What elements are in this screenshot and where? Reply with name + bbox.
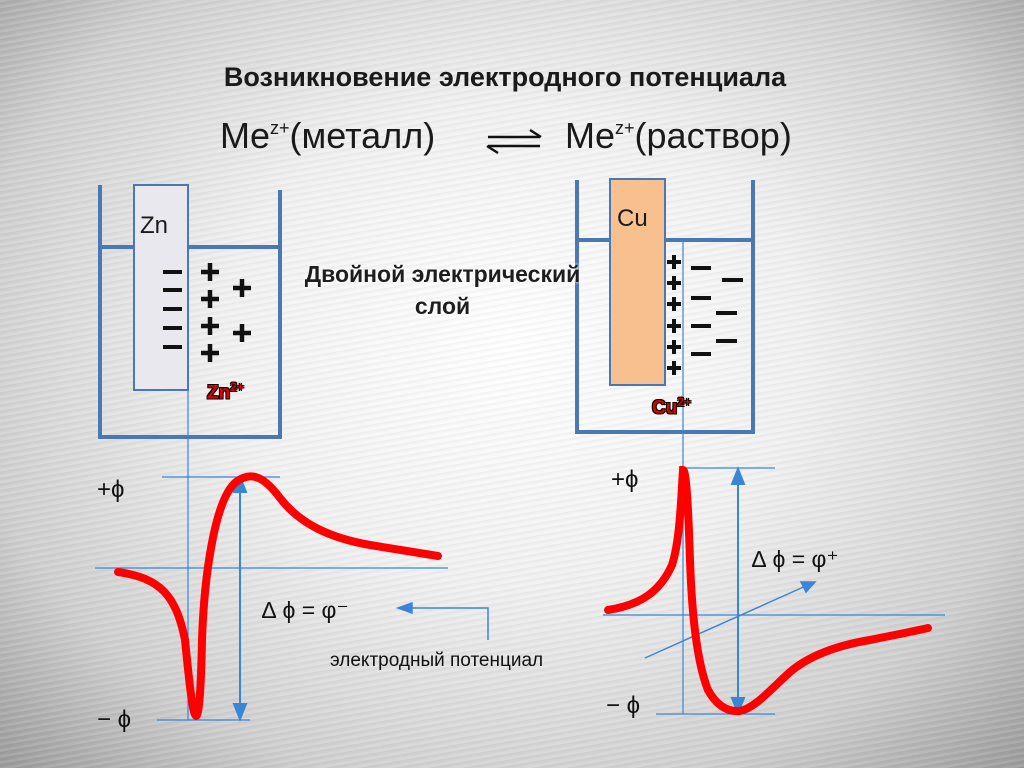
equation-left-charge: z+ xyxy=(270,118,290,138)
equation-right-charge: z+ xyxy=(615,118,635,138)
plus-charge xyxy=(667,255,681,269)
zn-electrode-negative-charges xyxy=(163,270,182,349)
right-minus-phi-label: − ϕ xyxy=(606,692,641,719)
zn-ion-charge: 2+ xyxy=(230,380,244,394)
left-potential-pointer xyxy=(395,601,489,640)
cu-solution-negative-charges xyxy=(691,266,743,356)
zn-ion-label: Zn2+ xyxy=(207,380,244,404)
equation-right: Mez+(раствор) xyxy=(565,115,792,157)
plus-charge xyxy=(201,263,219,281)
right-potential-curve xyxy=(604,465,932,716)
cu-electrode xyxy=(609,178,666,386)
equilibrium-arrows-icon xyxy=(486,128,542,155)
electrode-potential-label: электродный потенциал xyxy=(330,650,544,671)
right-delta-arrow xyxy=(730,466,746,716)
plus-charge xyxy=(201,344,219,362)
plus-charge xyxy=(667,340,681,354)
cu-electrode-label: Cu xyxy=(617,205,648,232)
left-delta-phi-label: ∆ ϕ = φ⁻ xyxy=(262,597,349,623)
left-plus-phi-label: +ϕ xyxy=(97,476,125,503)
cu-electrode-positive-charges xyxy=(667,255,681,375)
left-delta-arrow xyxy=(232,474,248,722)
cu-ion-label: Cu2+ xyxy=(652,395,691,419)
slide-title: Возникновение электродного потенциала xyxy=(223,62,787,92)
zn-electrode xyxy=(133,184,189,391)
plus-charge xyxy=(201,317,219,335)
plus-charge xyxy=(233,279,251,297)
double-layer-label: Двойной электрический слой xyxy=(304,261,581,319)
right-potential-pointer xyxy=(644,581,817,659)
zn-electrode-label: Zn xyxy=(140,212,169,239)
zn-vessel xyxy=(98,185,282,439)
equation-right-base: Me xyxy=(565,115,616,156)
plus-charge xyxy=(667,297,681,311)
plus-charge xyxy=(667,276,681,290)
plus-charge xyxy=(233,324,251,342)
zn-ion-base: Zn xyxy=(207,382,231,404)
plus-charge xyxy=(667,361,681,375)
equation-left-phase: (металл) xyxy=(289,115,436,156)
cu-ion-base: Cu xyxy=(652,397,678,419)
equation-right-phase: (раствор) xyxy=(634,115,792,156)
equation-left: Mez+(металл) xyxy=(220,115,435,157)
right-delta-phi-label: ∆ ϕ = φ⁺ xyxy=(752,546,839,572)
cu-ion-charge: 2+ xyxy=(677,395,692,409)
left-minus-phi-label: − ϕ xyxy=(97,706,132,733)
equation-left-base: Me xyxy=(220,115,271,156)
left-potential-curve xyxy=(114,472,442,721)
plus-charge xyxy=(667,319,681,333)
zn-solution-positive-charges xyxy=(201,263,251,362)
right-plus-phi-label: +ϕ xyxy=(611,466,639,493)
plus-charge xyxy=(201,290,219,308)
